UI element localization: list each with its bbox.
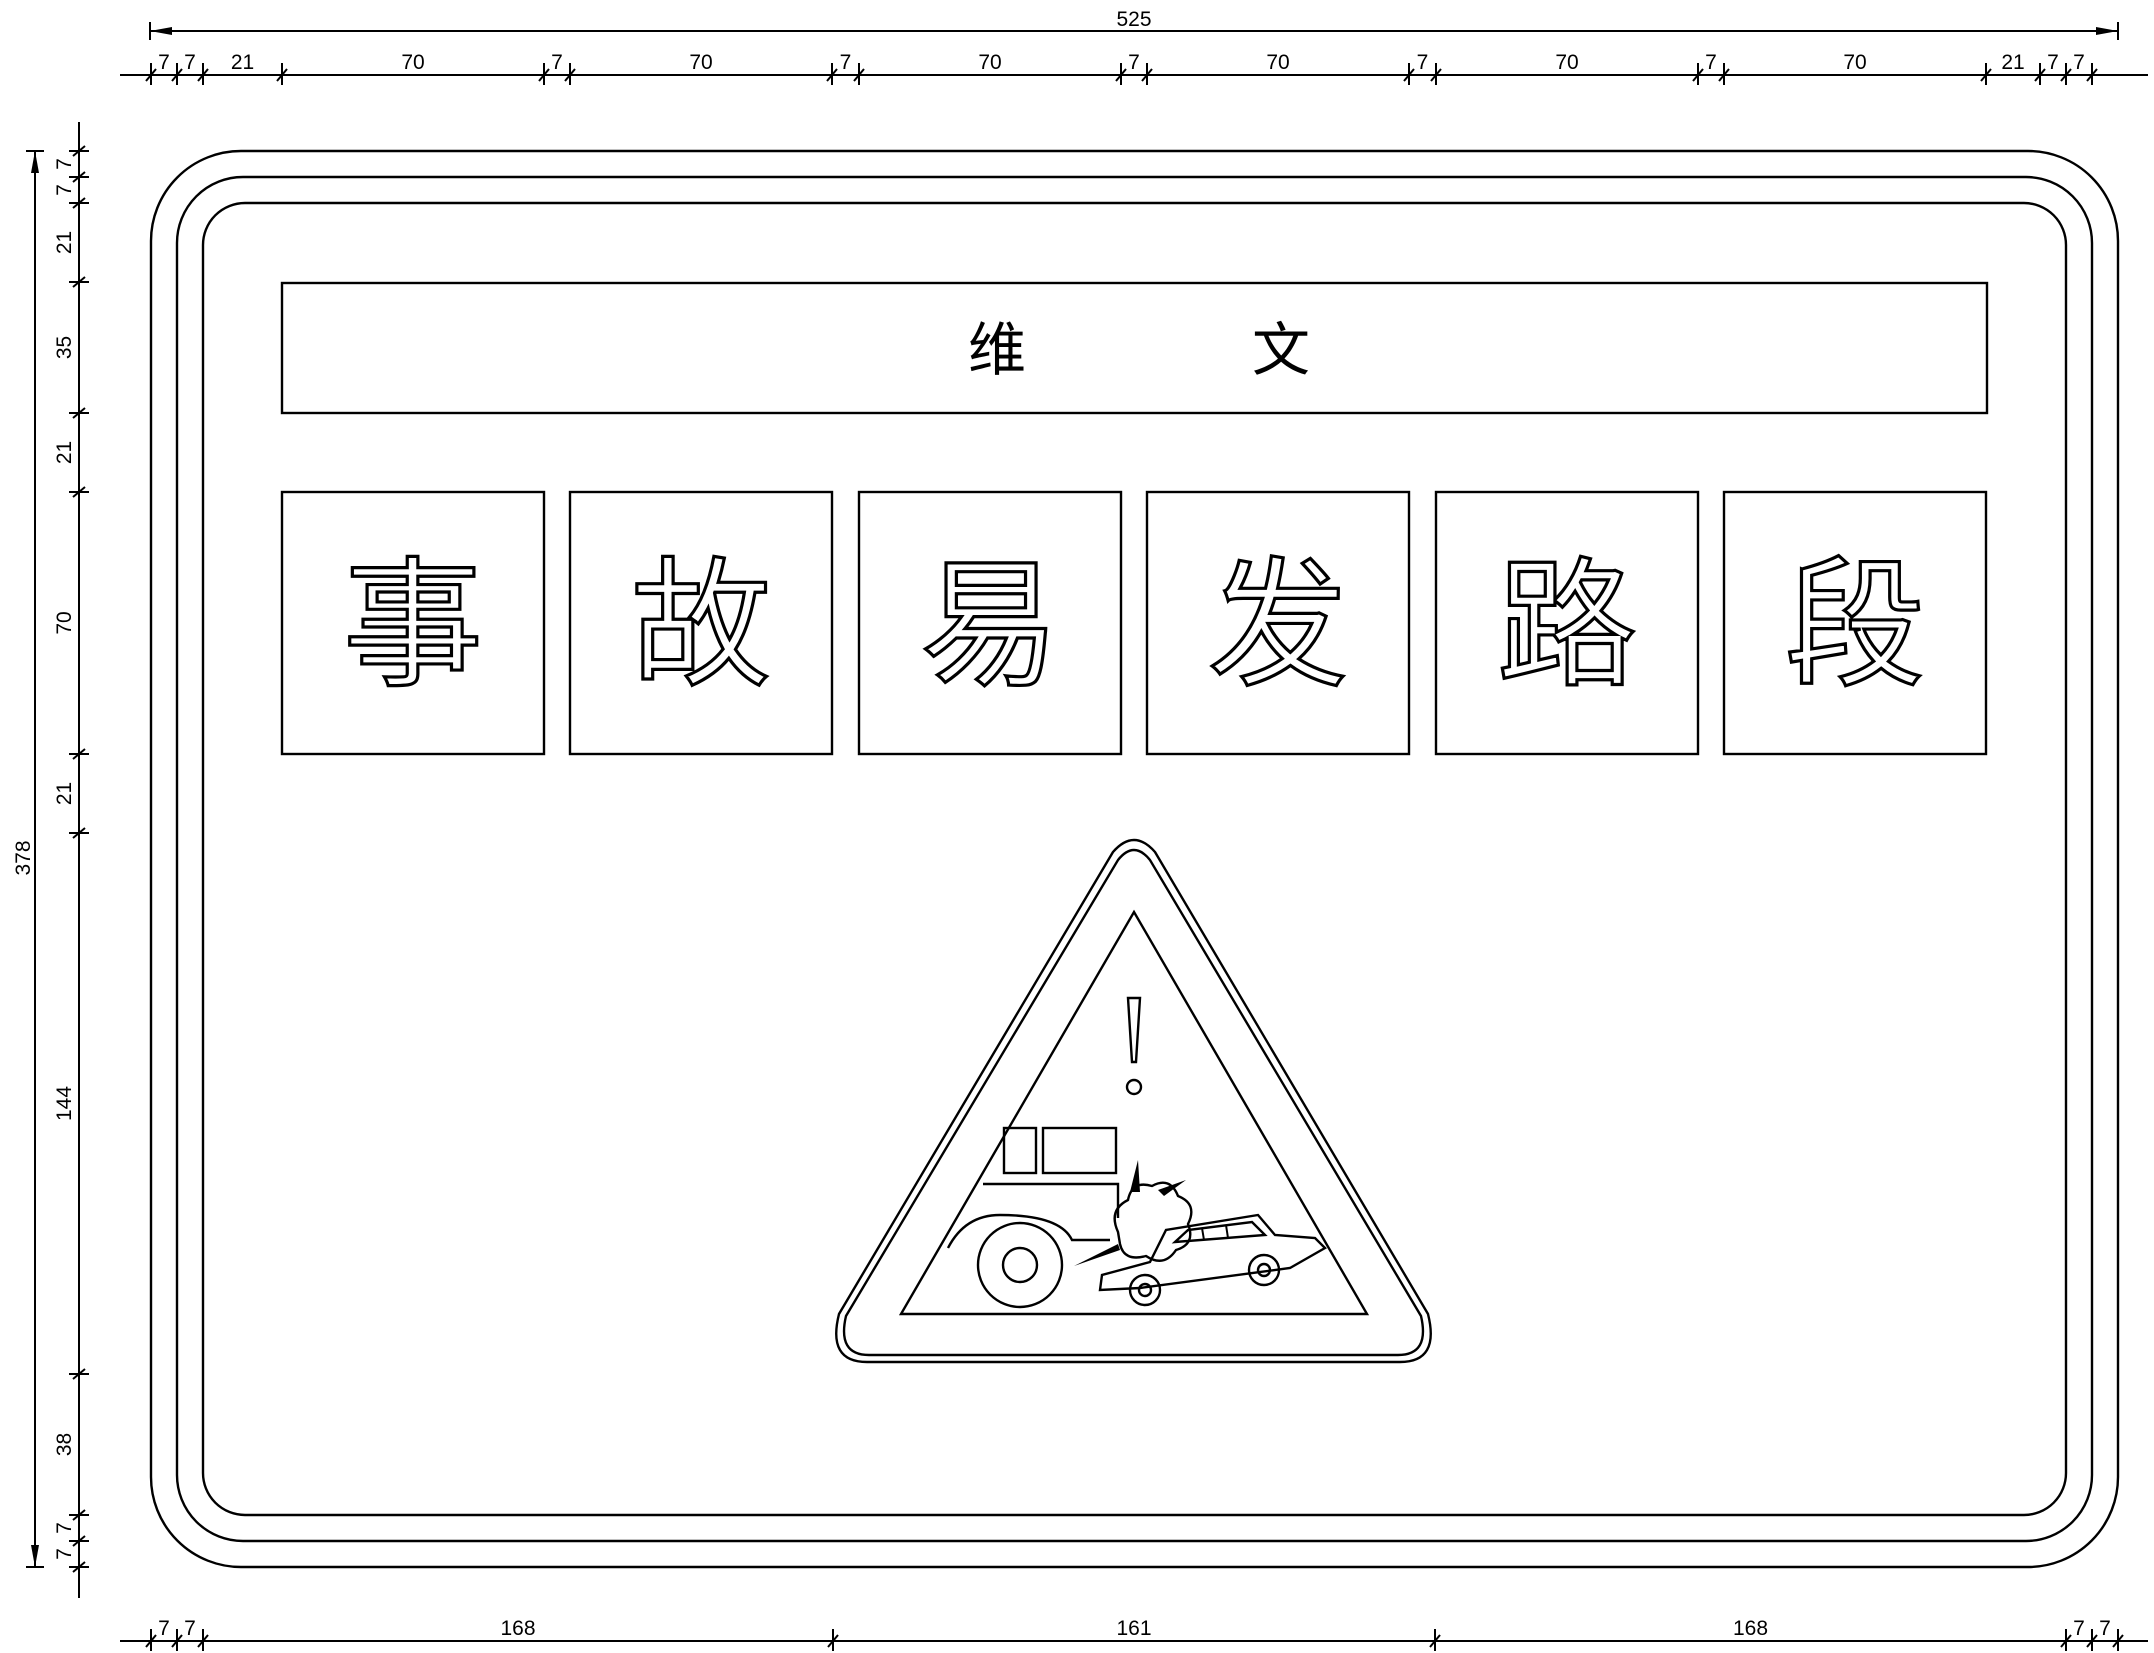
top-seg-label: 70 — [1555, 51, 1578, 74]
top-seg-label: 7 — [2047, 51, 2059, 74]
top-seg-label: 7 — [1128, 51, 1140, 74]
bottom-seg-label: 168 — [500, 1617, 535, 1640]
char-shi: 事 — [343, 545, 483, 708]
top-seg-label: 7 — [1417, 51, 1429, 74]
top-seg-label: 70 — [978, 51, 1001, 74]
character-row: 事 故 易 发 路 段 — [280, 490, 1988, 756]
char-yi: 易 — [920, 545, 1060, 708]
bottom-seg-label: 168 — [1733, 1617, 1768, 1640]
inner-border — [201, 201, 2068, 1517]
left-seg-label: 35 — [53, 336, 76, 359]
left-seg-label: 21 — [53, 441, 76, 464]
char-duan: 段 — [1785, 545, 1925, 708]
bottom-seg-label: 7 — [158, 1617, 170, 1640]
top-seg-label: 7 — [158, 51, 170, 74]
top-total-dimension: 525 — [149, 8, 2119, 40]
char-gu: 故 — [631, 545, 771, 708]
top-seg-label: 7 — [551, 51, 563, 74]
sign-panel — [149, 149, 2120, 1569]
collision-warning-icon — [835, 838, 1432, 1364]
impact-burst-icon — [1074, 1160, 1193, 1266]
top-seg-label: 7 — [184, 51, 196, 74]
char-lu: 路 — [1497, 545, 1637, 708]
outer-border — [149, 149, 2120, 1569]
car-icon — [1098, 1213, 1327, 1307]
bottom-seg-label: 7 — [2099, 1617, 2111, 1640]
left-seg-label: 7 — [53, 184, 76, 196]
top-total-label: 525 — [1116, 8, 1151, 31]
left-seg-label: 21 — [53, 231, 76, 254]
char-box-3 — [857, 490, 1123, 756]
bottom-seg-label: 161 — [1116, 1617, 1151, 1640]
top-seg-label: 70 — [401, 51, 424, 74]
left-seg-label: 7 — [53, 1548, 76, 1560]
top-seg-label: 7 — [840, 51, 852, 74]
top-seg-label: 21 — [231, 51, 254, 74]
left-seg-label: 144 — [53, 1086, 76, 1121]
header-char-1: 维 — [968, 316, 1026, 384]
middle-border — [175, 175, 2094, 1543]
bottom-seg-label: 7 — [184, 1617, 196, 1640]
top-seg-label: 70 — [1843, 51, 1866, 74]
left-seg-label: 7 — [53, 158, 76, 170]
left-seg-label: 21 — [53, 782, 76, 805]
left-segment-dimensions: 7 7 21 35 21 70 21 144 38 7 7 — [53, 122, 89, 1598]
top-seg-label: 7 — [1705, 51, 1717, 74]
char-box-5 — [1434, 490, 1700, 756]
bottom-seg-label: 7 — [2073, 1617, 2085, 1640]
top-seg-label: 70 — [1266, 51, 1289, 74]
header-box — [280, 281, 1989, 415]
char-box-4 — [1145, 490, 1411, 756]
char-box-1 — [280, 490, 546, 756]
left-seg-label: 70 — [53, 611, 76, 634]
inner-triangle — [898, 909, 1370, 1316]
top-seg-label: 7 — [2073, 51, 2085, 74]
left-total-dimension: 378 — [12, 150, 44, 1568]
header-bar: 维 文 — [280, 281, 1989, 415]
char-box-2 — [568, 490, 834, 756]
left-seg-label: 38 — [53, 1433, 76, 1456]
char-fa: 发 — [1208, 545, 1348, 708]
top-seg-label: 21 — [2001, 51, 2024, 74]
truck-icon — [946, 1126, 1120, 1309]
exclamation-icon — [1125, 996, 1143, 1096]
left-total-label: 378 — [12, 840, 35, 875]
left-seg-label: 7 — [53, 1522, 76, 1534]
header-char-2: 文 — [1252, 316, 1310, 384]
top-seg-label: 70 — [689, 51, 712, 74]
char-box-6 — [1722, 490, 1988, 756]
